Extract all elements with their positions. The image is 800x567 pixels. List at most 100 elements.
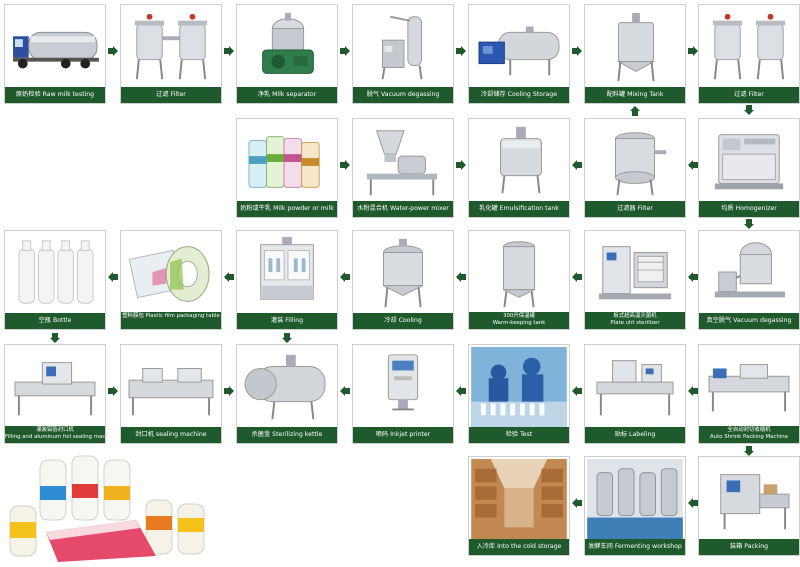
step-mixing-tank: 配料罐 Mixing Tank	[584, 4, 686, 104]
milk-tanker-truck-icon	[7, 7, 103, 87]
vacuum-degasser-icon	[701, 233, 797, 313]
step-inkjet-printer: 喷码 Inkjet printer	[352, 344, 454, 444]
step-caption: 奶粉或牛乳 Milk powder or milk	[237, 201, 337, 217]
step-labeling: 贴标 Labeling	[584, 344, 686, 444]
step-milk-separator: 净乳 Milk separator	[236, 4, 338, 104]
arrow-up-icon	[630, 106, 640, 116]
cold-storage-room-icon	[471, 459, 567, 539]
empty-bottles-icon	[7, 233, 103, 313]
inkjet-printer-icon	[355, 347, 451, 427]
step-filling: 灌装 Filling	[236, 230, 338, 330]
step-test: 检验 Test	[468, 344, 570, 444]
step-caption: 塑料膜包 Plastic film packaging table	[121, 312, 221, 329]
arrow-right-icon	[572, 46, 582, 56]
plate-sterilizer-icon	[587, 233, 683, 313]
step-caption: 空瓶 Bottle	[5, 313, 105, 329]
arrow-down-icon	[282, 333, 292, 343]
arrow-down-icon	[744, 105, 754, 115]
arrow-left-icon	[224, 272, 234, 282]
step-caption: 冷却储存 Cooling Storage	[469, 87, 569, 103]
yogurt-drink-bottles-photo	[6, 452, 214, 562]
step-packing: 装箱 Packing	[698, 456, 800, 556]
twin-filter-icon	[123, 7, 219, 87]
fermenting-workshop-icon	[587, 459, 683, 539]
quality-test-photo-icon	[471, 347, 567, 427]
step-filter-2: 过滤 Filter	[698, 4, 800, 104]
sterilizing-kettle-icon	[239, 347, 335, 427]
step-caption: 喷码 Inkjet printer	[353, 427, 453, 443]
labeling-machine-icon	[587, 347, 683, 427]
step-filter-1: 过滤 Filter	[120, 4, 222, 104]
step-caption: 水粉混合机 Water-power mixer	[353, 201, 453, 217]
arrow-right-icon	[108, 46, 118, 56]
step-film-packaging: 塑料膜包 Plastic film packaging table	[120, 230, 222, 330]
step-caption: 封口机 sealing machine	[121, 427, 221, 443]
arrow-down-icon	[744, 219, 754, 229]
arrow-left-icon	[688, 498, 698, 508]
arrow-left-icon	[688, 386, 698, 396]
emulsification-tank-icon	[471, 121, 567, 201]
step-fermenting-workshop: 发酵车间 Fermenting workshop	[584, 456, 686, 556]
step-caption: 贴标 Labeling	[585, 427, 685, 443]
caption-en: Warm-keeping tank	[492, 320, 546, 327]
step-caption: 冷却 Cooling	[353, 313, 453, 329]
caption-cn: 300升保温罐	[503, 313, 535, 319]
step-milk-powder: 奶粉或牛乳 Milk powder or milk	[236, 118, 338, 218]
filling-machine-icon	[239, 233, 335, 313]
step-vacuum-degassing-2: 真空脱气 Vacuum degassing	[698, 230, 800, 330]
step-bottle: 空瓶 Bottle	[4, 230, 106, 330]
filter-vessel-icon	[587, 121, 683, 201]
step-cold-storage: 入冷库 Into the cold storage	[468, 456, 570, 556]
step-caption: 原奶检验 Raw milk testing	[5, 87, 105, 103]
arrow-left-icon	[688, 272, 698, 282]
step-water-power-mixer: 水粉混合机 Water-power mixer	[352, 118, 454, 218]
powder-mixer-icon	[355, 121, 451, 201]
twin-filter-icon	[701, 7, 797, 87]
degassing-tank-icon	[355, 7, 451, 87]
step-caption: 过滤 Filter	[699, 87, 799, 103]
step-filter-3: 过滤器 Filter	[584, 118, 686, 218]
caption-en: Auto Shrink Packing Machine	[709, 434, 789, 441]
step-caption: 装箱 Packing	[699, 539, 799, 555]
arrow-left-icon	[572, 498, 582, 508]
step-caption: 真空脱气 Vacuum degassing	[699, 313, 799, 329]
shrink-packing-machine-icon	[701, 347, 797, 427]
warm-keeping-tank-icon	[471, 233, 567, 313]
step-caption: 过滤器 Filter	[585, 201, 685, 217]
arrow-left-icon	[456, 386, 466, 396]
filling-sealing-machine-icon	[7, 347, 103, 427]
caption-en: Filling and aluminum foil sealing machin…	[5, 434, 105, 441]
step-cooling-storage: 冷却储存 Cooling Storage	[468, 4, 570, 104]
mixing-tank-icon	[587, 7, 683, 87]
step-vacuum-degassing-1: 脱气 Vacuum degassing	[352, 4, 454, 104]
cooling-tank-icon	[355, 233, 451, 313]
arrow-left-icon	[572, 272, 582, 282]
step-caption: 检验 Test	[469, 427, 569, 443]
step-homogenizer: 均质 Homogenizer	[698, 118, 800, 218]
step-caption: 灌装 Filling	[237, 313, 337, 329]
arrow-left-icon	[108, 272, 118, 282]
step-emulsification-tank: 乳化罐 Emulsification tank	[468, 118, 570, 218]
arrow-right-icon	[456, 46, 466, 56]
arrow-right-icon	[224, 46, 234, 56]
caption-cn: 全自动封切收缩机	[727, 427, 771, 433]
milk-powder-cans-icon	[239, 121, 335, 201]
arrow-right-icon	[340, 46, 350, 56]
step-caption: 净乳 Milk separator	[237, 87, 337, 103]
arrow-left-icon	[688, 160, 698, 170]
arrow-right-icon	[688, 46, 698, 56]
step-caption: 发酵车间 Fermenting workshop	[585, 539, 685, 555]
arrow-left-icon	[572, 160, 582, 170]
step-caption: 配料罐 Mixing Tank	[585, 87, 685, 103]
arrow-right-icon	[224, 386, 234, 396]
centrifuge-separator-icon	[239, 7, 335, 87]
step-caption: 均质 Homogenizer	[699, 201, 799, 217]
step-raw-milk-testing: 原奶检验 Raw milk testing	[4, 4, 106, 104]
